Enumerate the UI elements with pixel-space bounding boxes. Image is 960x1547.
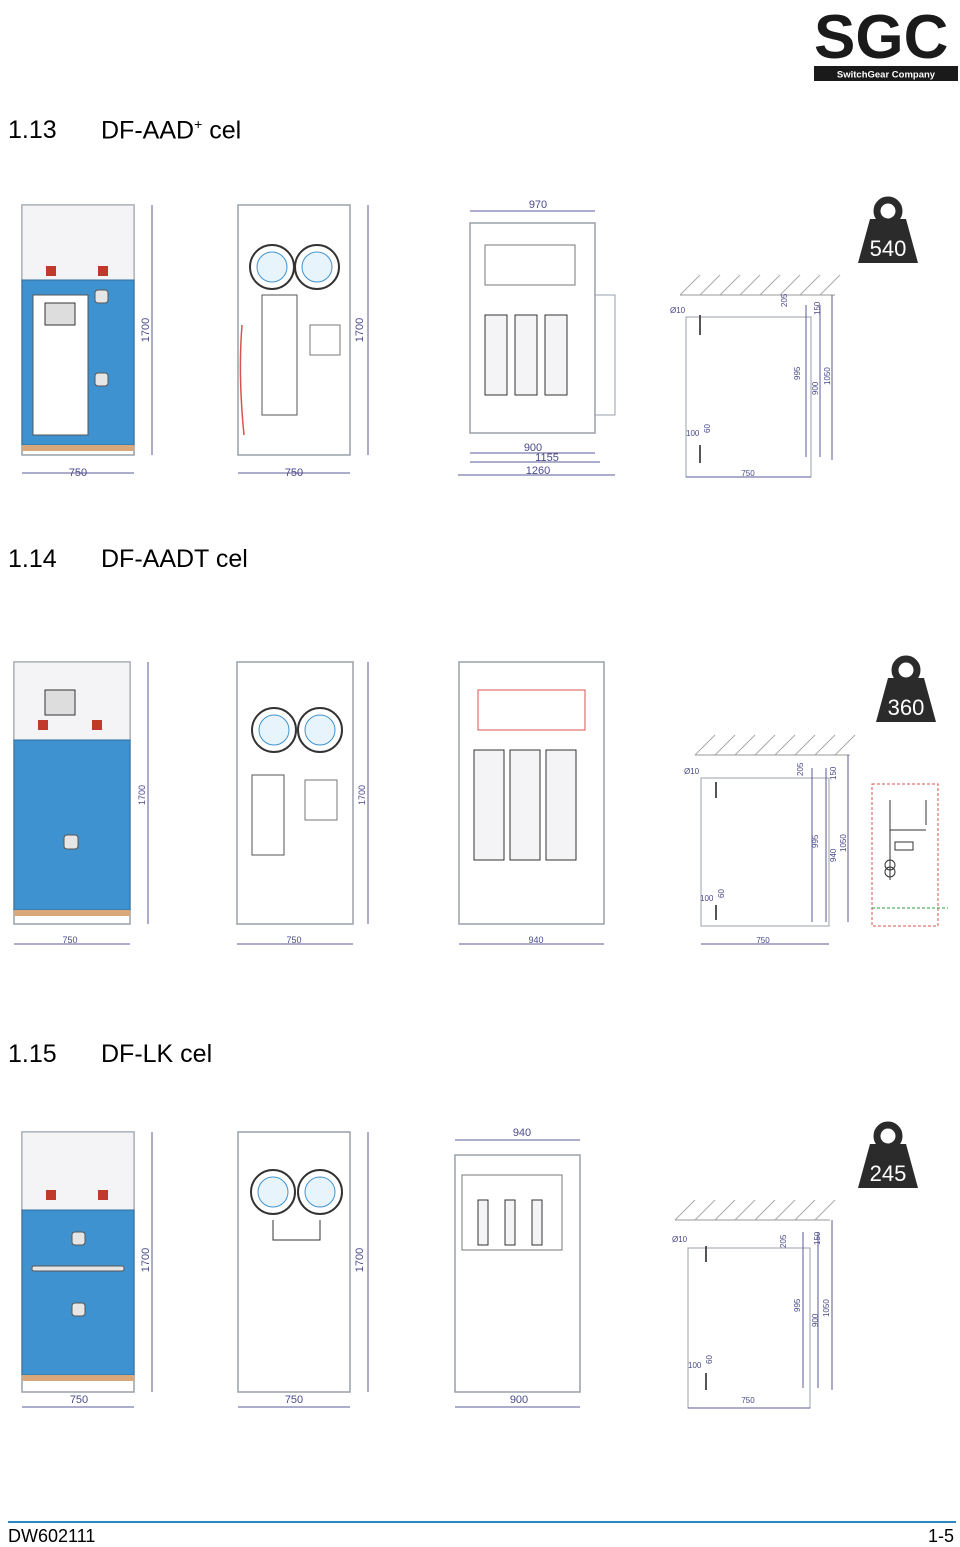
floor-plan-view: Ø10 205 150 995 900 1050 100 60 750	[672, 1199, 836, 1409]
floor-hole-label: Ø10	[684, 767, 700, 776]
floor-dim: 100	[688, 1361, 702, 1370]
floor-hole-label: Ø10	[672, 1235, 688, 1244]
front-view: 750 1700	[21, 204, 153, 479]
floor-dim: 750	[756, 936, 770, 945]
weight-value: 245	[870, 1161, 907, 1186]
section-heading-1-13: 1.13 DF-AAD+ cel	[8, 116, 241, 145]
section-title: DF-AAD	[101, 116, 195, 145]
sgc-logo-graphic: SGC SwitchGear Company	[814, 3, 958, 81]
footer-divider	[8, 1521, 956, 1523]
side-width-label: 750	[286, 935, 301, 945]
floor-dim: 1050	[822, 1299, 831, 1317]
floor-dim: 60	[717, 889, 726, 898]
side-view: 750 1700	[237, 1131, 369, 1408]
front-view: 750 1700	[13, 661, 149, 945]
side-view: 750 1700	[237, 204, 369, 479]
side-width-label: 750	[285, 467, 303, 479]
floor-dim: 150	[813, 301, 822, 315]
front-width-label: 750	[70, 1394, 88, 1406]
section-title-superscript: +	[194, 116, 203, 132]
weight-icon: 245	[858, 1121, 918, 1188]
floor-dim: 205	[780, 293, 789, 307]
section-heading-1-14: 1.14 DF-AADT cel	[8, 545, 248, 574]
section-title: DF-LK cel	[101, 1040, 213, 1068]
floor-dim: 1050	[823, 367, 832, 385]
floor-dim: 205	[779, 1234, 788, 1248]
floor-dim: 60	[703, 424, 712, 433]
front-width-label: 750	[69, 467, 87, 479]
front-height-label: 1700	[140, 318, 152, 342]
floor-dim: 205	[796, 762, 805, 776]
floor-hole-label: Ø10	[670, 306, 686, 315]
plan-top-dim: 940	[513, 1127, 531, 1139]
front-height-label: 1700	[137, 785, 147, 805]
plan-bottom-dim: 900	[510, 1394, 528, 1406]
floor-dim: 60	[705, 1355, 714, 1364]
weight-value: 540	[870, 236, 907, 261]
side-height-label: 1700	[357, 785, 367, 805]
front-height-label: 1700	[140, 1248, 152, 1272]
floor-dim: 900	[811, 1313, 820, 1327]
section-number: 1.15	[8, 1040, 57, 1068]
logo-brand: SGC	[814, 3, 948, 72]
weight-icon: 360	[876, 655, 936, 722]
floor-dim: 750	[741, 1396, 755, 1405]
front-width-label: 750	[62, 935, 77, 945]
section-title: DF-AADT cel	[101, 545, 248, 573]
sgc-logo: SGC SwitchGear Company	[812, 0, 960, 84]
side-height-label: 1700	[354, 1248, 366, 1272]
section-view: 940 900	[454, 1127, 581, 1408]
side-width-label: 750	[285, 1394, 303, 1406]
drawing-set-1-13: 750 1700 750 1700 970 900 1155 1260	[21, 196, 918, 479]
floor-dim: 995	[793, 366, 802, 380]
footer-doc-id: DW602111	[8, 1526, 96, 1546]
plan-top-dim: 970	[529, 199, 547, 211]
side-height-label: 1700	[354, 318, 366, 342]
floor-dim: 900	[811, 381, 820, 395]
weight-icon: 540	[858, 196, 918, 263]
floor-dim: 1050	[839, 834, 848, 852]
floor-plan-view: Ø10 205 150 995 900 1050 100 60 750	[670, 274, 841, 478]
single-line-diagram	[871, 783, 948, 927]
side-view: 750 1700	[236, 661, 369, 945]
floor-dim: 150	[813, 1231, 822, 1245]
logo-band	[814, 66, 958, 81]
floor-dim: 750	[741, 469, 755, 478]
footer-page-number: 1-5	[927, 1526, 954, 1546]
drawing-set-1-14: 750 1700 750 1700 940	[13, 655, 948, 945]
floor-dim: 940	[829, 848, 838, 862]
plan-mid-dim: 900	[524, 442, 542, 454]
plan-bottom-dim: 940	[528, 935, 543, 945]
section-view: 940	[458, 661, 605, 945]
floor-plan-view: Ø10 205 150 995 940 1050 100 60 750	[684, 734, 856, 945]
section-number: 1.13	[8, 116, 57, 145]
section-title-suffix: cel	[202, 116, 242, 145]
section-heading-1-15: 1.15 DF-LK cel	[8, 1040, 212, 1069]
floor-dim: 100	[700, 894, 714, 903]
floor-dim: 150	[829, 766, 838, 780]
floor-dim: 995	[793, 1298, 802, 1312]
section-view: 970 900 1155 1260	[458, 199, 616, 477]
plan-bottom-dim: 1260	[526, 465, 550, 477]
section-number: 1.14	[8, 545, 57, 573]
floor-dim: 995	[811, 834, 820, 848]
plan-lower-dim: 1155	[535, 452, 559, 464]
front-view: 750 1700	[21, 1131, 153, 1408]
logo-tagline: SwitchGear Company	[837, 70, 936, 81]
weight-value: 360	[888, 695, 925, 720]
floor-dim: 100	[686, 429, 700, 438]
drawing-set-1-15: 750 1700 750 1700 940 900	[21, 1121, 918, 1409]
